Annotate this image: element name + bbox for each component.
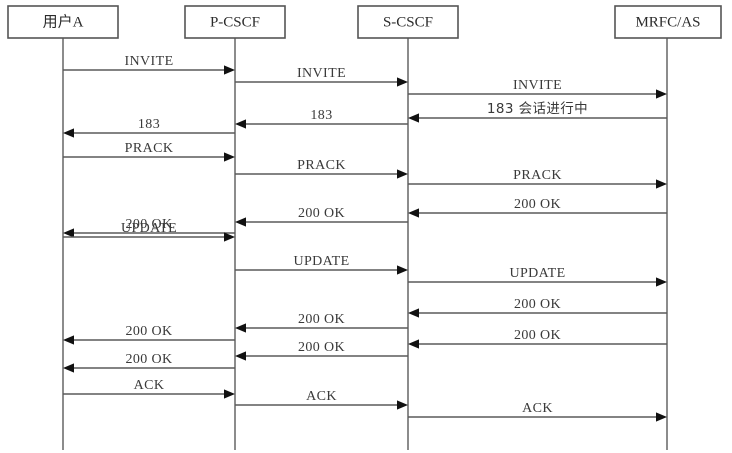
message-arrowhead	[397, 400, 408, 410]
message-arrowhead	[224, 389, 235, 399]
message-label: UPDATE	[293, 254, 349, 269]
message-arrowhead	[235, 323, 246, 333]
message-18-200-OK[interactable]: 200 OK	[63, 324, 235, 345]
message-3-INVITE[interactable]: INVITE	[408, 78, 667, 99]
message-17-200-OK[interactable]: 200 OK	[235, 312, 408, 333]
participant-label-ua: 用户A	[43, 13, 84, 30]
message-arrowhead	[656, 412, 667, 422]
message-arrowhead	[656, 277, 667, 287]
message-label: 200 OK	[298, 206, 345, 221]
message-label: ACK	[306, 389, 337, 404]
participant-box-mrfc[interactable]: MRFC/AS	[614, 5, 722, 39]
message-label: PRACK	[125, 141, 174, 156]
message-label: 200 OK	[514, 297, 561, 312]
participant-box-scscf[interactable]: S-CSCF	[357, 5, 459, 39]
participant-rect-scscf	[357, 5, 459, 39]
message-arrowhead	[63, 228, 74, 238]
message-arrowhead	[235, 119, 246, 129]
message-arrowhead	[63, 128, 74, 138]
message-arrowhead	[235, 351, 246, 361]
message-5-183[interactable]: 183	[235, 108, 408, 129]
message-arrowhead	[408, 113, 419, 123]
message-arrowhead	[397, 77, 408, 87]
message-19-200-OK[interactable]: 200 OK	[408, 328, 667, 349]
message-9-PRACK[interactable]: PRACK	[408, 168, 667, 189]
message-label: 200 OK	[125, 324, 172, 339]
message-arrowhead	[656, 179, 667, 189]
message-10-200-OK[interactable]: 200 OK	[408, 197, 667, 218]
message-15-UPDATE[interactable]: UPDATE	[408, 266, 667, 287]
message-arrowhead	[397, 265, 408, 275]
message-label: ACK	[522, 401, 553, 416]
message-label: 183	[310, 108, 332, 123]
lifelines-layer	[62, 38, 668, 450]
message-arrowhead	[63, 335, 74, 345]
message-16-200-OK[interactable]: 200 OK	[408, 297, 667, 318]
message-arrowhead	[397, 169, 408, 179]
message-13-UPDATE[interactable]: UPDATE	[63, 221, 235, 242]
message-6-183[interactable]: 183	[63, 117, 235, 138]
message-label: PRACK	[297, 158, 346, 173]
message-label: UPDATE	[121, 221, 177, 236]
message-arrowhead	[224, 152, 235, 162]
message-21-200-OK[interactable]: 200 OK	[63, 352, 235, 373]
message-2-INVITE[interactable]: INVITE	[235, 66, 408, 87]
message-arrowhead	[63, 363, 74, 373]
message-label: INVITE	[124, 54, 173, 69]
message-7-PRACK[interactable]: PRACK	[63, 141, 235, 162]
participant-rect-mrfc	[614, 5, 722, 39]
message-20-200-OK[interactable]: 200 OK	[235, 340, 408, 361]
message-22-ACK[interactable]: ACK	[63, 378, 235, 399]
message-14-UPDATE[interactable]: UPDATE	[235, 254, 408, 275]
message-label: 200 OK	[125, 217, 172, 232]
participant-label-pcscf: P-CSCF	[210, 14, 260, 30]
participant-label-mrfc: MRFC/AS	[635, 14, 700, 30]
message-label: 200 OK	[125, 352, 172, 367]
message-label: UPDATE	[509, 266, 565, 281]
message-label: 183	[138, 117, 160, 132]
message-label: PRACK	[513, 168, 562, 183]
message-11-200-OK[interactable]: 200 OK	[235, 206, 408, 227]
participants-layer: 用户A P-CSCF S-CSCF MRFC/AS	[7, 5, 722, 39]
participant-box-pcscf[interactable]: P-CSCF	[184, 5, 286, 39]
message-24-ACK[interactable]: ACK	[408, 401, 667, 422]
message-label: 200 OK	[298, 340, 345, 355]
message-label: INVITE	[297, 66, 346, 81]
message-arrowhead	[656, 89, 667, 99]
message-12-200-OK[interactable]: 200 OK	[63, 217, 235, 238]
message-arrowhead	[408, 308, 419, 318]
message-label: 200 OK	[514, 328, 561, 343]
message-arrowhead	[224, 232, 235, 242]
participant-rect-pcscf	[184, 5, 286, 39]
participant-label-scscf: S-CSCF	[383, 14, 433, 30]
message-label: ACK	[134, 378, 165, 393]
message-4-183-会话进行中[interactable]: 183 会话进行中	[408, 101, 667, 123]
message-1-INVITE[interactable]: INVITE	[63, 54, 235, 75]
participant-rect-ua	[7, 5, 119, 39]
message-23-ACK[interactable]: ACK	[235, 389, 408, 410]
message-label: INVITE	[513, 78, 562, 93]
message-arrowhead	[224, 65, 235, 75]
participant-box-ua[interactable]: 用户A	[7, 5, 119, 39]
message-arrowhead	[408, 339, 419, 349]
message-arrowhead	[408, 208, 419, 218]
message-label: 200 OK	[298, 312, 345, 327]
message-arrowhead	[235, 217, 246, 227]
message-8-PRACK[interactable]: PRACK	[235, 158, 408, 179]
message-label: 200 OK	[514, 197, 561, 212]
message-label: 183 会话进行中	[487, 101, 588, 117]
